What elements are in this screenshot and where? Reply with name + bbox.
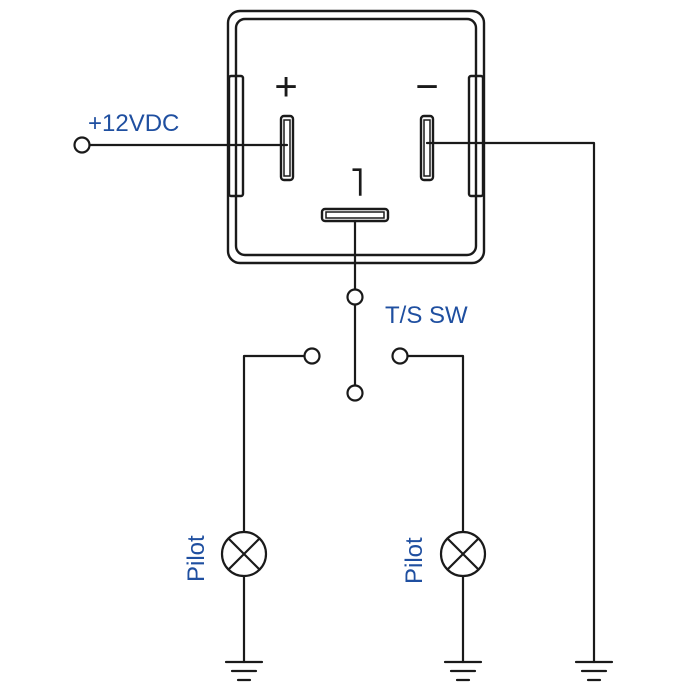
supply-terminal-icon — [73, 136, 91, 154]
switch-pivot-terminal-icon — [346, 384, 364, 402]
switch-label: T/S SW — [385, 302, 468, 329]
negative-symbol: − — [415, 65, 438, 109]
switch-left-terminal-icon — [303, 347, 321, 365]
negative-blade — [419, 114, 435, 182]
switch-common-terminal-icon — [346, 288, 364, 306]
positive-blade — [279, 114, 295, 182]
positive-symbol: + — [274, 65, 297, 109]
load-blade — [320, 207, 390, 223]
right-branch-wire — [406, 354, 465, 664]
load-symbol: ˥ — [349, 161, 364, 205]
left-branch-wire — [242, 354, 306, 664]
negative-wire — [425, 141, 596, 664]
supply-label: +12VDC — [88, 110, 179, 137]
middle-ground-icon — [443, 660, 483, 682]
left-pilot-lamp-icon — [220, 530, 268, 578]
right-pilot-label: Pilot — [401, 537, 428, 584]
left-pilot-label: Pilot — [183, 535, 210, 582]
switch-right-terminal-icon — [391, 347, 409, 365]
right-ground-icon — [574, 660, 614, 682]
right-pilot-lamp-icon — [439, 530, 487, 578]
left-ground-icon — [224, 660, 264, 682]
turn-signal-switch — [303, 288, 409, 402]
